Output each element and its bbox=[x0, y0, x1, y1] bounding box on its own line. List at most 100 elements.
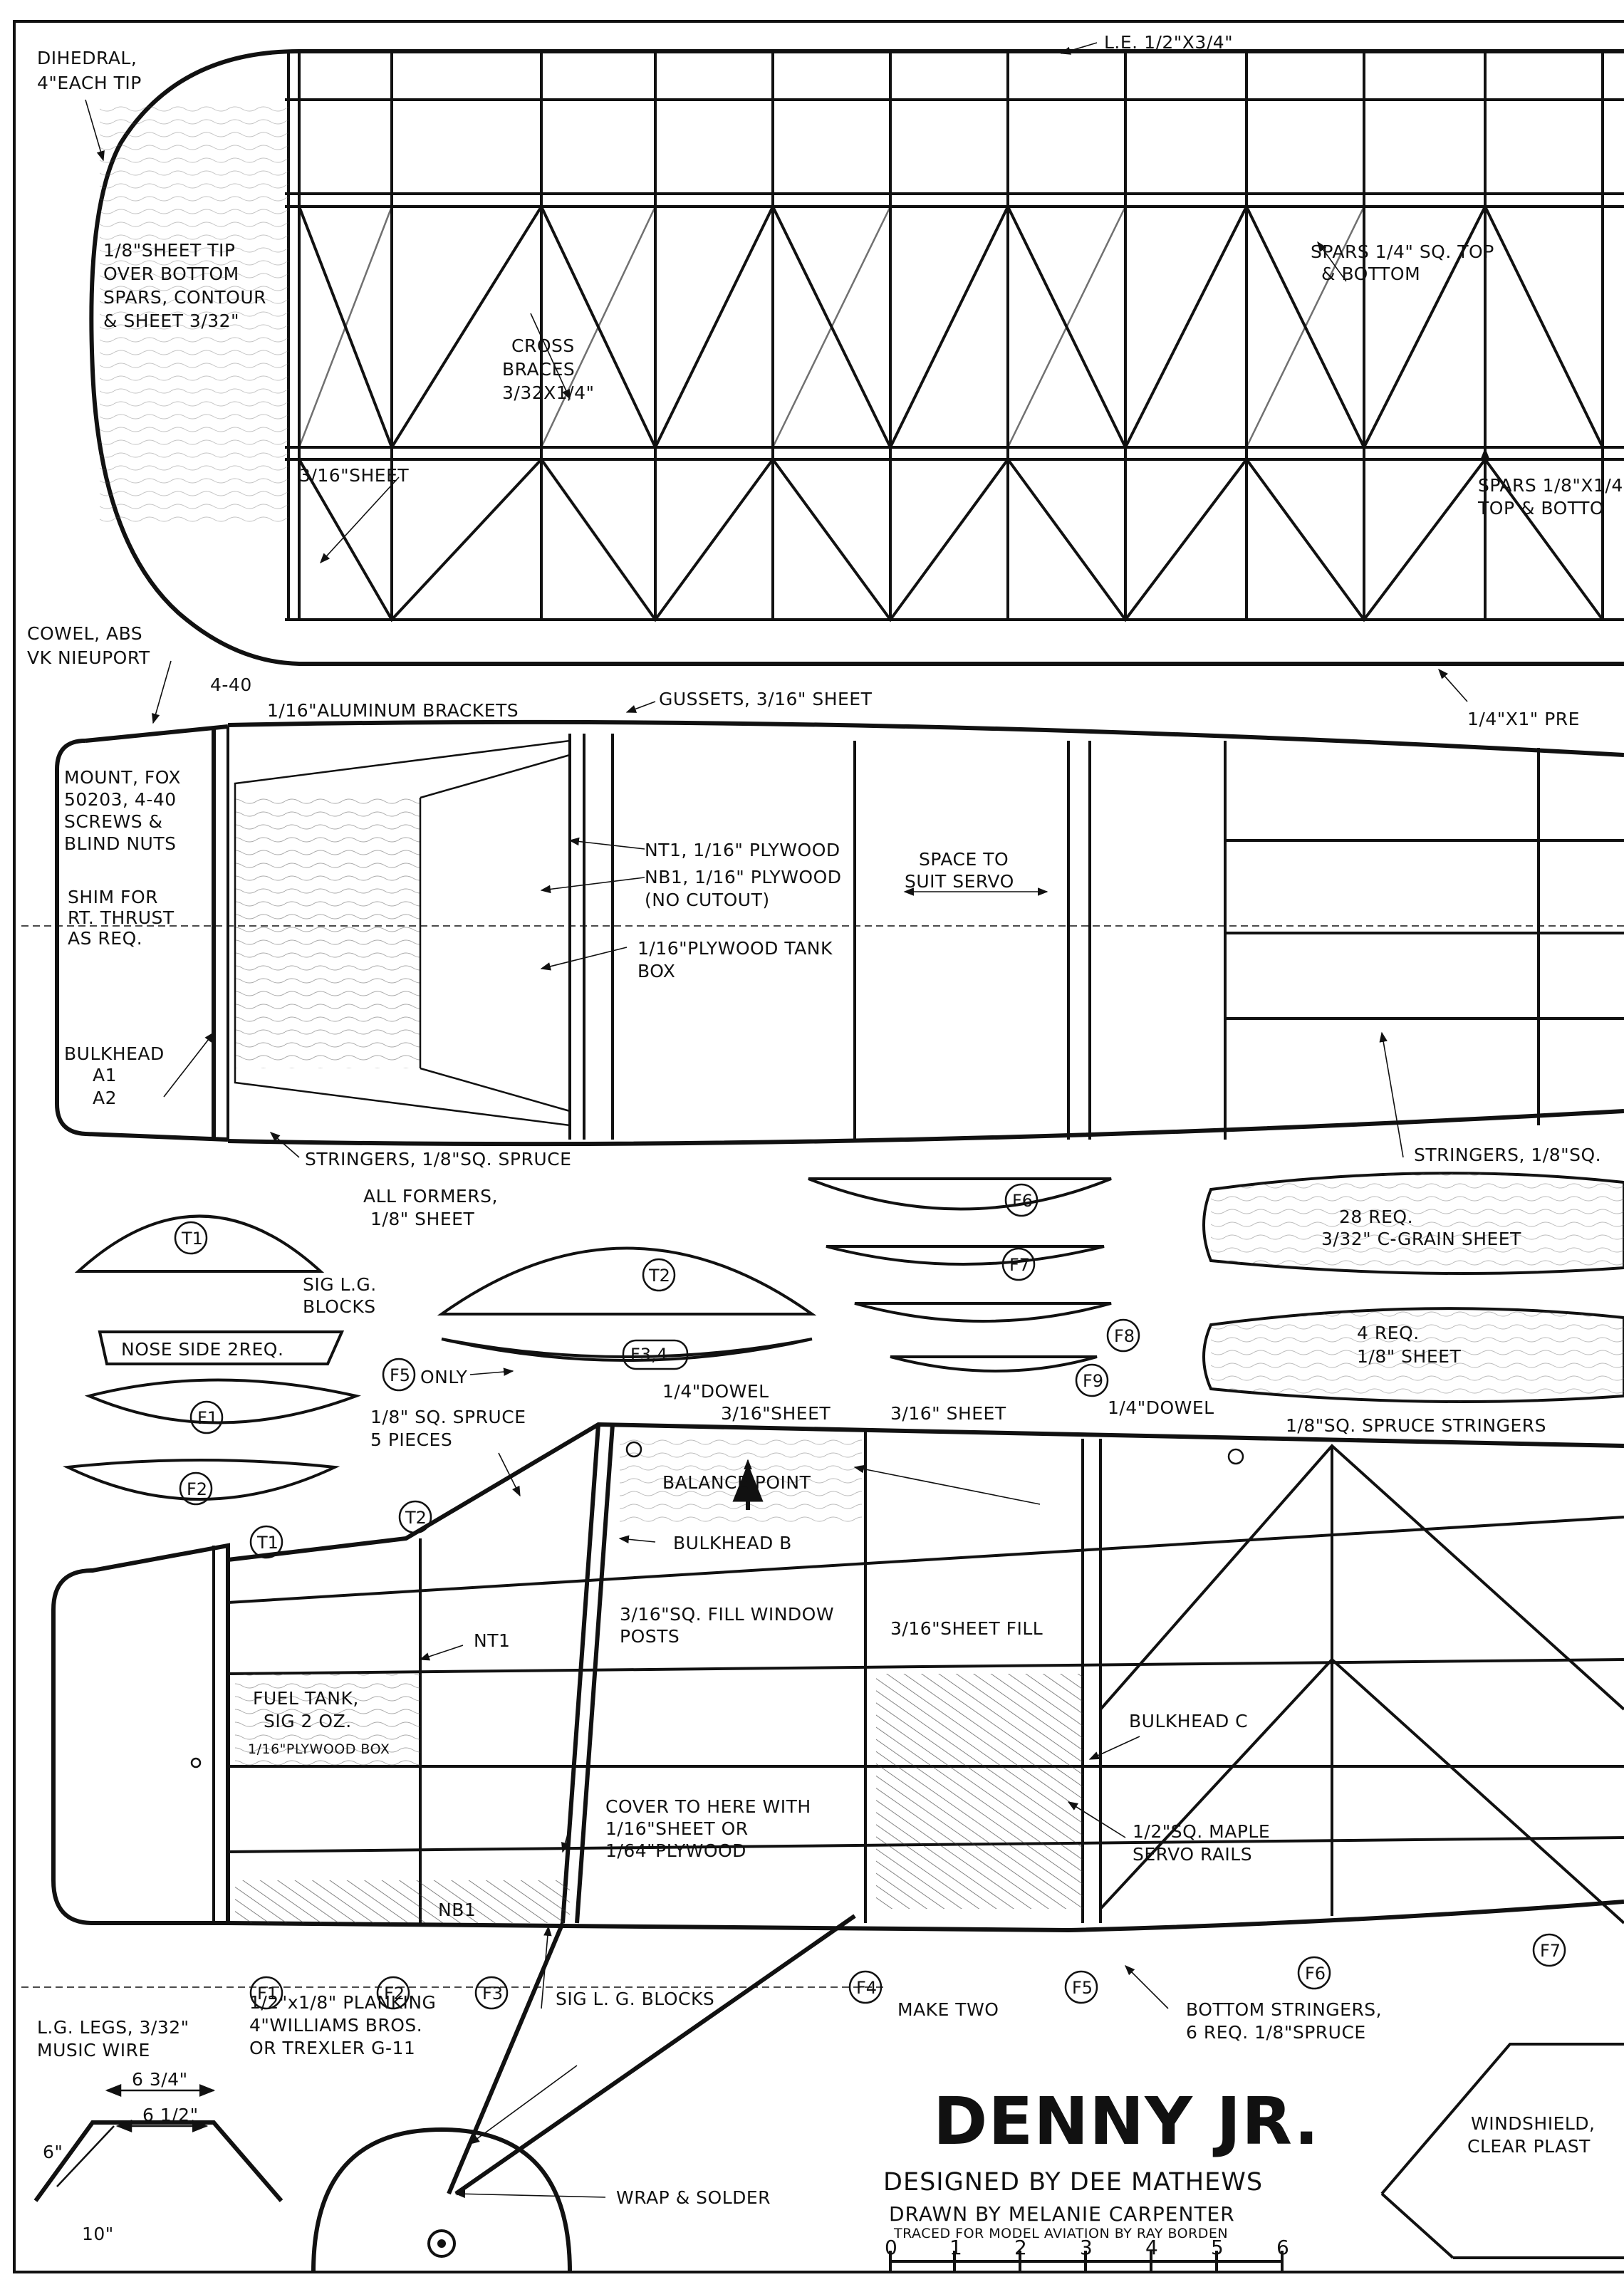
all-formers-label-2: 1/8" SHEET bbox=[370, 1209, 474, 1229]
mount-label-3: SCREWS & bbox=[64, 811, 163, 832]
dowel2-label: 1/4"DOWEL bbox=[1108, 1397, 1214, 1418]
tag-f2: F2 bbox=[187, 1479, 207, 1499]
side-tag-t1: T1 bbox=[256, 1533, 279, 1553]
tip-label-2: OVER BOTTOM bbox=[103, 264, 239, 284]
stringers-top-label: STRINGERS, 1/8"SQ. SPRUCE bbox=[305, 1149, 571, 1169]
scale-2: 2 bbox=[1014, 2236, 1028, 2259]
side-tag-f6: F6 bbox=[1305, 1964, 1326, 1984]
brackets-label: 1/16"ALUMINUM BRACKETS bbox=[267, 700, 519, 721]
req4-label-2: 1/8" SHEET bbox=[1357, 1346, 1461, 1367]
fuel-label-2: SIG 2 OZ. bbox=[264, 1711, 352, 1731]
shim-label-2: RT. THRUST bbox=[68, 907, 175, 928]
wing-sheet-label: 3/16"SHEET bbox=[299, 465, 409, 486]
cowl-label: COWEL, ABS bbox=[27, 623, 142, 644]
spruce-label-2: 5 PIECES bbox=[370, 1429, 452, 1450]
side-tag-t2: T2 bbox=[405, 1508, 427, 1528]
spars-top-label-2: & BOTTOM bbox=[1321, 264, 1420, 284]
nose-side-label: NOSE SIDE 2REQ. bbox=[121, 1339, 283, 1360]
formers bbox=[62, 1172, 1624, 1501]
f5-only-label: ONLY bbox=[420, 1367, 467, 1387]
sig-blocks-label: SIG L.G. bbox=[303, 1274, 377, 1295]
former-tags: T1 T2 F1 F2 F3,4 F5 F6 F7 F8 F9 bbox=[174, 1183, 1140, 1506]
mount-label-4: BLIND NUTS bbox=[64, 833, 177, 854]
make-two-label: MAKE TWO bbox=[897, 1999, 999, 2020]
mount-label-2: 50203, 4-40 bbox=[64, 789, 177, 810]
sig-blocks-label-2: BLOCKS bbox=[303, 1296, 376, 1317]
side-tag-f5: F5 bbox=[1072, 1978, 1093, 1998]
req28-label-2: 3/32" C-GRAIN SHEET bbox=[1321, 1229, 1521, 1249]
cross-braces-label-2: BRACES bbox=[502, 359, 575, 380]
scale-0: 0 bbox=[885, 2236, 898, 2259]
shim-label: SHIM FOR bbox=[68, 887, 158, 907]
fuselage-side-view bbox=[21, 1422, 1624, 1988]
side-tag-f2: F2 bbox=[384, 1984, 405, 2004]
bulkhead-label: BULKHEAD bbox=[64, 1043, 165, 1064]
bolt-label: 4-40 bbox=[210, 674, 252, 695]
window-posts-label-2: POSTS bbox=[620, 1626, 680, 1647]
lg-legs-label: L.G. LEGS, 3/32" bbox=[37, 2017, 189, 2038]
nt1-top-label: NT1, 1/16" PLYWOOD bbox=[645, 840, 840, 860]
maple-label-2: SERVO RAILS bbox=[1133, 1844, 1252, 1865]
all-formers-label: ALL FORMERS, bbox=[363, 1186, 498, 1207]
dihedral-label-2: 4"EACH TIP bbox=[37, 73, 142, 93]
req4-label: 4 REQ. bbox=[1357, 1323, 1420, 1343]
maple-label: 1/2"SQ. MAPLE bbox=[1133, 1821, 1270, 1842]
designed-by: DESIGNED BY DEE MATHEWS bbox=[883, 2168, 1263, 2197]
lg-blocks-label: SIG L. G. BLOCKS bbox=[556, 1989, 714, 2009]
scale-numbers: 0 1 2 3 4 5 6 bbox=[885, 2236, 1290, 2259]
fuel-label-3: 1/16"PLYWOOD BOX bbox=[248, 1741, 390, 1757]
le-label: L.E. 1/2"X3/4" bbox=[1104, 32, 1233, 53]
cover-label-3: 1/64"PLYWOOD bbox=[605, 1840, 746, 1861]
tag-f9: F9 bbox=[1083, 1371, 1103, 1391]
gussets-label: GUSSETS, 3/16" SHEET bbox=[659, 689, 873, 709]
lg-legs-label-2: MUSIC WIRE bbox=[37, 2040, 150, 2061]
side-tags: T1 T2 F1 F2 F3 F4 F5 F6 F7 bbox=[249, 1500, 1566, 2010]
nb1-top-label-2: (NO CUTOUT) bbox=[645, 890, 770, 910]
page-border bbox=[13, 20, 1624, 2273]
nb1-side-label: NB1 bbox=[438, 1900, 476, 1920]
cross-braces-label: CROSS bbox=[511, 335, 575, 356]
leader-lines bbox=[85, 42, 1489, 2199]
wrap-solder-label: WRAP & SOLDER bbox=[616, 2187, 771, 2208]
side-tag-f4: F4 bbox=[856, 1978, 877, 1998]
spruce-label: 1/8" SQ. SPRUCE bbox=[370, 1407, 526, 1427]
spars-rear-label-2: TOP & BOTTO bbox=[1477, 498, 1604, 519]
landing-gear bbox=[33, 1914, 856, 2273]
req28-label: 28 REQ. bbox=[1339, 1207, 1413, 1227]
tip-label-4: & SHEET 3/32" bbox=[103, 311, 239, 331]
dihedral-label: DIHEDRAL, bbox=[37, 48, 137, 68]
scale-5: 5 bbox=[1211, 2236, 1224, 2259]
planking-label-3: OR TREXLER G-11 bbox=[249, 2038, 415, 2058]
bulkhead-b-label: BULKHEAD B bbox=[673, 1533, 792, 1553]
cross-braces-label-3: 3/32X1/4" bbox=[502, 382, 595, 403]
side-tag-f3: F3 bbox=[482, 1984, 503, 2004]
tag-f1: F1 bbox=[197, 1408, 218, 1428]
plan-title: DENNY JR. bbox=[933, 2083, 1320, 2160]
space-label-2: SUIT SERVO bbox=[905, 871, 1014, 892]
side-tag-f1: F1 bbox=[257, 1984, 278, 2004]
cowl-label-2: VK NIEUPORT bbox=[27, 647, 150, 668]
spars-rear-label: SPARS 1/8"X1/4 bbox=[1478, 475, 1623, 496]
planking-label: 1/2"x1/8" PLANKING bbox=[249, 1992, 436, 2013]
bottom-stringers-label-2: 6 REQ. 1/8"SPRUCE bbox=[1186, 2022, 1366, 2043]
tank-box-label: 1/16"PLYWOOD TANK bbox=[637, 938, 833, 959]
tank-box-label-2: BOX bbox=[637, 961, 675, 981]
tag-f5: F5 bbox=[390, 1365, 410, 1385]
dowel1-label: 1/4"DOWEL bbox=[662, 1381, 769, 1402]
drawn-by: DRAWN BY MELANIE CARPENTER bbox=[889, 2202, 1235, 2226]
side-tag-f7: F7 bbox=[1540, 1941, 1561, 1961]
te-label: 1/4"X1" PRE bbox=[1467, 709, 1580, 729]
space-label: SPACE TO bbox=[919, 849, 1009, 870]
nb1-top-label: NB1, 1/16" PLYWOOD bbox=[645, 867, 842, 887]
tag-f7: F7 bbox=[1009, 1255, 1030, 1275]
scale-6: 6 bbox=[1276, 2236, 1290, 2259]
window-posts-label: 3/16"SQ. FILL WINDOW bbox=[620, 1604, 834, 1625]
windshield-label: WINDSHIELD, bbox=[1471, 2113, 1596, 2134]
stringers-right-label: STRINGERS, 1/8"SQ. bbox=[1414, 1145, 1601, 1165]
traced-by: TRACED FOR MODEL AVIATION BY RAY BORDEN bbox=[893, 2226, 1228, 2241]
windshield bbox=[1380, 2043, 1624, 2259]
bulkhead-c-label: BULKHEAD C bbox=[1129, 1711, 1248, 1731]
bottom-stringers-label: BOTTOM STRINGERS, bbox=[1186, 1999, 1382, 2020]
bulkhead-label-2: A1 bbox=[93, 1065, 117, 1085]
